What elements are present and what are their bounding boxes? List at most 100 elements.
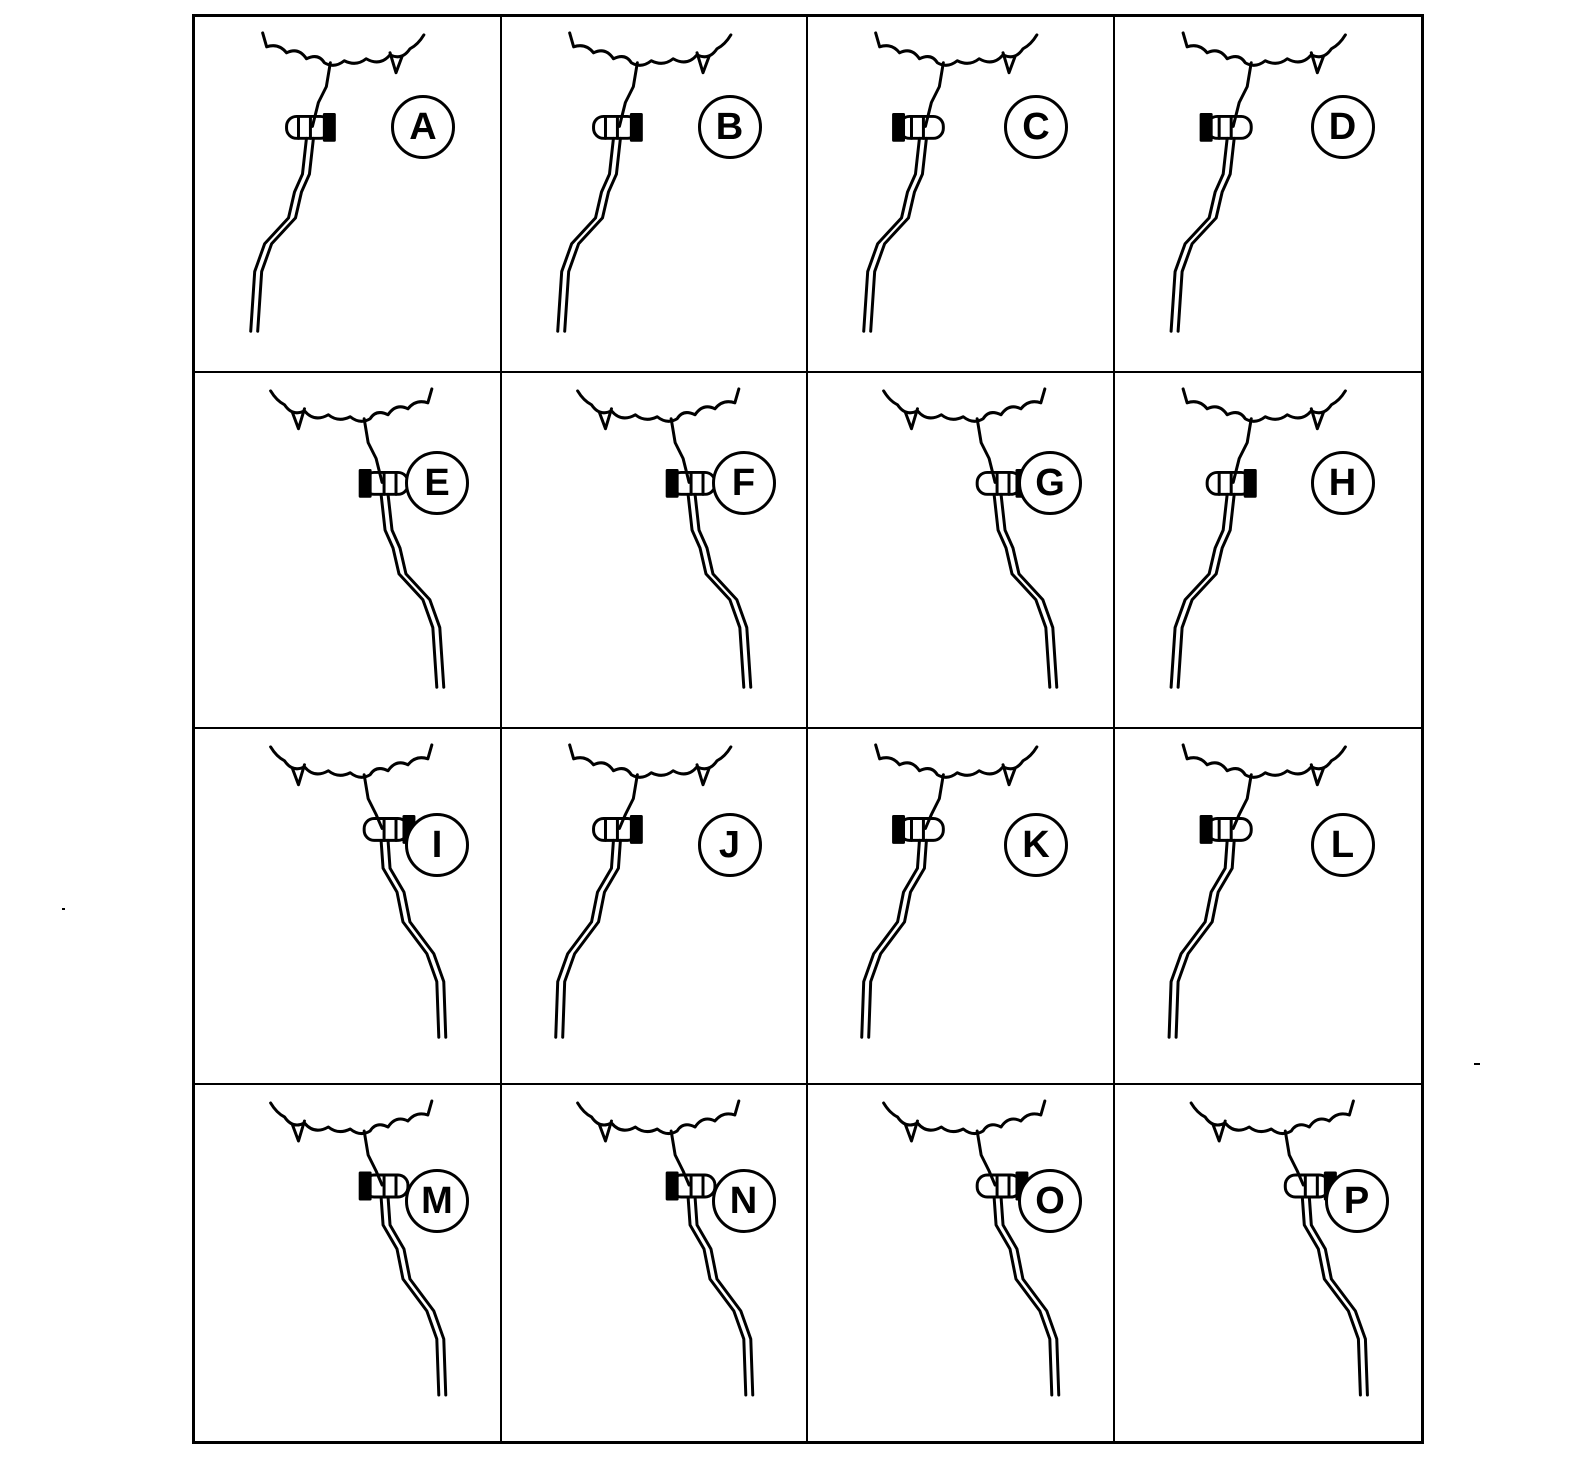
lower-pipe-edge (1176, 136, 1236, 333)
pipe-diagram-l (1167, 743, 1347, 1039)
upper-pipe (975, 417, 997, 484)
top-hook (291, 763, 306, 787)
lower-pipe-edge (562, 136, 622, 333)
panel-o: O (808, 1085, 1115, 1441)
top-wavy-edge (1181, 31, 1347, 67)
panel-d: D (1114, 17, 1421, 373)
lower-pipe-edge (999, 1195, 1061, 1397)
pipe-diagram-j (553, 743, 732, 1039)
top-hook (388, 51, 404, 75)
top-wavy-edge (567, 31, 732, 67)
upper-pipe (923, 61, 945, 128)
top-wavy-edge (882, 1099, 1047, 1136)
panel-label: B (697, 95, 762, 159)
pipe-diagram-n (575, 1099, 754, 1397)
top-hook (695, 51, 710, 75)
lower-pipe-edge (1169, 136, 1229, 333)
clamp-tab (1243, 468, 1257, 498)
lower-pipe-edge (386, 838, 448, 1039)
panel-label: F (711, 451, 776, 515)
pipe-diagram-k (860, 743, 1039, 1039)
clamp-tab (892, 112, 906, 142)
panel-e: E (195, 373, 502, 729)
clamp-tab (1199, 815, 1213, 844)
lower-pipe-edge (992, 1195, 1054, 1397)
upper-pipe (1283, 1129, 1305, 1187)
lower-pipe-edge (693, 1195, 754, 1397)
lower-pipe-edge (1176, 492, 1236, 689)
clamp-tab (1199, 112, 1213, 142)
upper-pipe (669, 417, 691, 484)
panel-label: N (711, 1169, 776, 1233)
top-hook (1211, 1119, 1227, 1143)
clamp-body (898, 114, 945, 140)
panel-label: D (1310, 95, 1375, 159)
top-wavy-edge (269, 743, 434, 779)
top-hook (597, 1119, 613, 1143)
top-hook (1001, 51, 1017, 75)
lower-pipe-edge (553, 838, 615, 1039)
upper-pipe (310, 61, 332, 128)
panel-j: J (501, 729, 808, 1085)
panel-label: H (1310, 451, 1375, 515)
top-hook (1309, 407, 1325, 431)
panel-n: N (502, 1085, 808, 1441)
upper-pipe (1231, 61, 1253, 128)
upper-pipe (362, 417, 384, 484)
top-hook (291, 1119, 306, 1143)
upper-pipe (669, 1129, 691, 1187)
upper-pipe (975, 1129, 997, 1187)
top-wavy-edge (567, 743, 732, 779)
panel-g: G (808, 373, 1115, 729)
lower-pipe-edge (249, 136, 308, 333)
pipe-diagram-g (882, 387, 1059, 689)
top-wavy-edge (269, 1099, 434, 1136)
upper-pipe (362, 773, 384, 830)
top-wavy-edge (269, 387, 434, 423)
panel-label: P (1324, 1169, 1389, 1233)
pipe-diagram-o (882, 1099, 1061, 1397)
upper-pipe (1231, 417, 1253, 484)
lower-pipe-edge (379, 1195, 441, 1397)
clamp-tab (665, 1171, 679, 1201)
panel-b: B (501, 17, 808, 373)
top-hook (597, 407, 613, 431)
top-wavy-edge (1181, 743, 1347, 779)
clamp-tab (358, 468, 372, 498)
lower-pipe-edge (867, 838, 928, 1039)
upper-pipe (362, 1129, 384, 1187)
top-wavy-edge (575, 1099, 740, 1136)
panel-label: K (1004, 813, 1068, 877)
top-wavy-edge (575, 387, 740, 423)
clamp-tab (892, 815, 906, 844)
top-hook (904, 407, 919, 431)
lower-pipe-edge (256, 136, 315, 333)
panel-i: I (195, 729, 502, 1085)
pipe-diagram-c (862, 31, 1039, 333)
lower-pipe-edge (862, 136, 921, 333)
clamp-tab (665, 468, 679, 498)
clamp-body (975, 1173, 1023, 1199)
panel-label: G (1018, 451, 1082, 515)
panel-label: L (1310, 813, 1375, 877)
lower-pipe-edge (386, 1195, 448, 1397)
top-wavy-edge (874, 31, 1039, 67)
top-hook (1001, 763, 1017, 787)
pipe-diagram-p (1189, 1099, 1369, 1397)
top-hook (1309, 763, 1325, 787)
panel-f: F (501, 373, 808, 729)
clamp-body (1205, 114, 1253, 140)
clamp-body (1205, 817, 1253, 842)
stray-mark-right (1474, 1063, 1480, 1065)
pipe-diagram-a (249, 31, 426, 333)
pipe-diagram-i (269, 743, 448, 1039)
pipe-diagram-h (1169, 387, 1347, 689)
panel-m: M (195, 1085, 502, 1441)
panel-a: A (195, 17, 502, 373)
lower-pipe-edge (860, 838, 921, 1039)
lower-pipe-edge (379, 838, 441, 1039)
stray-mark-left (62, 908, 65, 910)
lower-pipe-edge (555, 136, 615, 333)
clamp-body (898, 817, 945, 842)
